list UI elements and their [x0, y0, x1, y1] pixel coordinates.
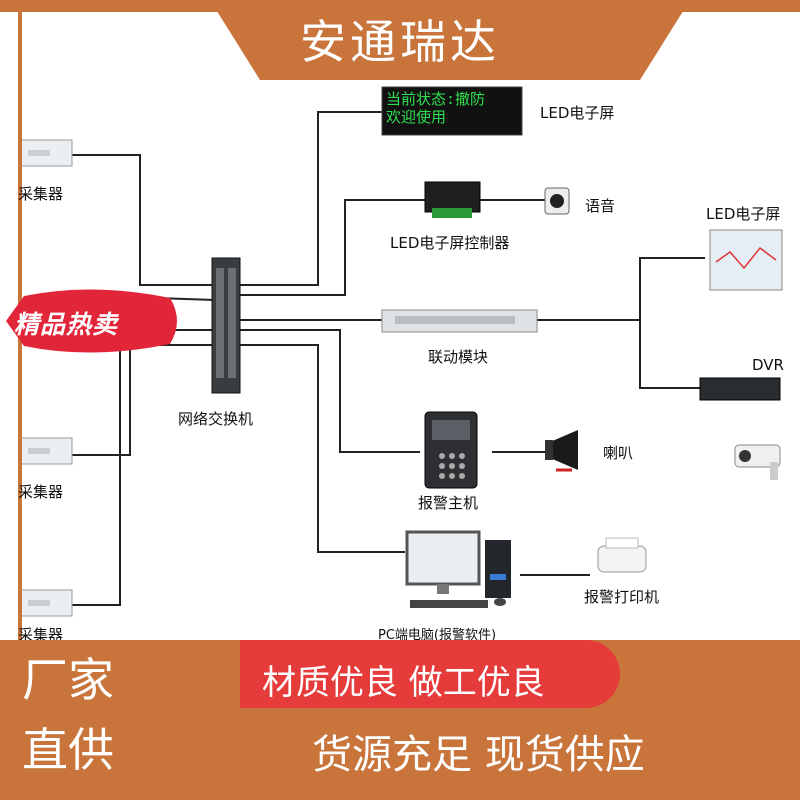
led-controller-device — [424, 181, 481, 218]
collector-label: 采集器 — [18, 185, 64, 203]
brand-title: 安通瑞达 — [300, 15, 500, 69]
voice-speaker-device — [544, 187, 570, 215]
alarm-host-device — [424, 411, 478, 489]
led-screen-line: 当前状态:撤防 — [386, 90, 486, 108]
factory-line1: 厂家 — [22, 653, 114, 707]
linkage-label: 联动模块 — [428, 348, 489, 366]
dvr-device — [699, 377, 781, 401]
big-led-screen-device — [709, 229, 783, 291]
switch-label: 网络交换机 — [178, 410, 254, 428]
collector-device — [19, 437, 73, 465]
hot-sale-badge — [6, 289, 177, 353]
quality-text: 材质优良 做工优良 — [262, 663, 545, 703]
camera-device — [734, 444, 781, 480]
printer-device — [597, 537, 647, 573]
alarm-host-label: 报警主机 — [418, 494, 479, 512]
network-switch-device — [211, 257, 241, 394]
hot-sale-text: 精品热卖 — [14, 310, 119, 339]
pc-device — [405, 530, 511, 608]
collector-device — [19, 139, 73, 167]
printer-label: 报警打印机 — [584, 588, 660, 606]
led-screen-text: 当前状态:撤防 欢迎使用 — [386, 90, 485, 126]
led-screen-device — [381, 86, 523, 136]
supply-text: 货源充足 现货供应 — [312, 732, 645, 778]
horn-device — [545, 430, 578, 472]
big-led-label: LED电子屏 — [706, 205, 781, 223]
horn-label: 喇叭 — [603, 444, 634, 462]
led-controller-label: LED电子屏控制器 — [390, 234, 510, 252]
dvr-label: DVR — [752, 356, 784, 374]
led-screen-label: LED电子屏 — [540, 104, 615, 122]
led-screen-line: 欢迎使用 — [386, 108, 447, 126]
voice-label: 语音 — [585, 197, 616, 215]
collector-device — [19, 589, 73, 617]
promo-quality-band — [240, 640, 620, 708]
linkage-module-device — [381, 309, 538, 333]
pc-label: PC端电脑(报警软件) — [378, 628, 497, 643]
collector-label: 采集器 — [18, 626, 64, 644]
collector-label: 采集器 — [18, 483, 64, 501]
factory-line2: 直供 — [22, 723, 114, 777]
brand-banner — [210, 0, 690, 80]
